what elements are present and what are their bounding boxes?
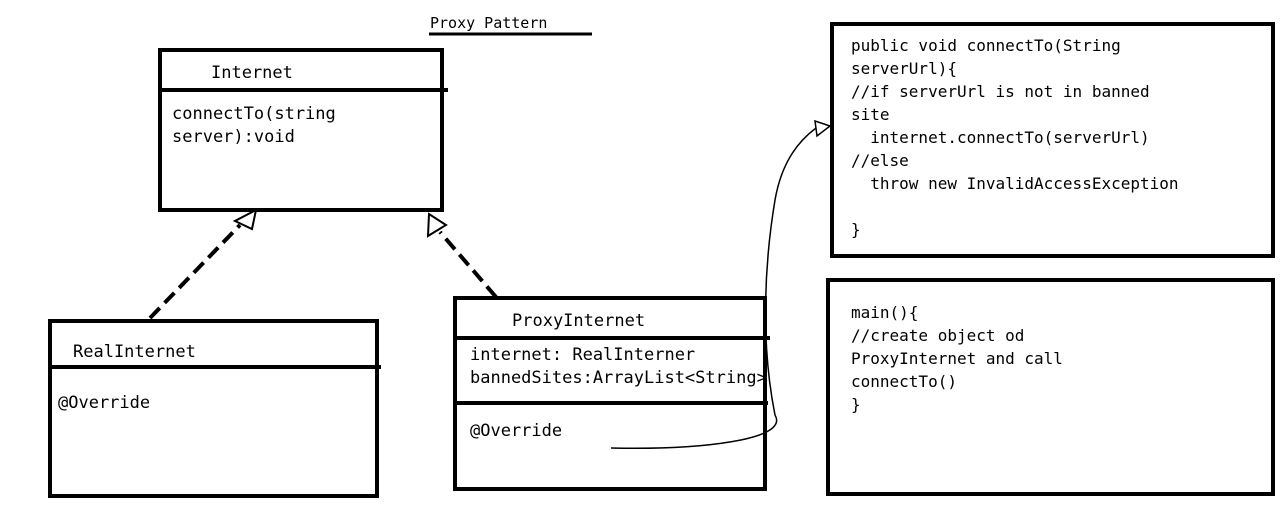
- internet-class-box: [158, 48, 448, 212]
- real-internet-arrowhead: [232, 208, 258, 231]
- proxy-internet-class-name: ProxyInternet: [512, 311, 646, 331]
- override-note-connector: [610, 119, 832, 449]
- real-internet-class-name: RealInternet: [73, 342, 196, 362]
- main-note-box: [826, 278, 1275, 496]
- proxy-internet-operations: @Override: [470, 421, 563, 441]
- diagram-title: Proxy Pattern: [430, 14, 548, 32]
- main-note-text: main(){ //create object od ProxyInternet…: [851, 303, 1063, 414]
- note-connector-arrowhead: [814, 119, 832, 138]
- proxy-internet-realization-arrow: [426, 212, 498, 299]
- internet-class-name: Internet: [211, 63, 293, 83]
- real-internet-class-box: [48, 319, 381, 498]
- proxy-internet-attributes: internet: RealInterner bannedSites:Array…: [470, 345, 767, 388]
- real-internet-operations: @Override: [58, 393, 151, 413]
- proxy-internet-arrowhead: [426, 212, 448, 238]
- connect-to-note-text: public void connectTo(String serverUrl){…: [851, 36, 1179, 239]
- internet-operations: connectTo(string server):void: [172, 104, 336, 147]
- proxy-internet-class-box: [453, 296, 770, 491]
- connect-to-note-box: [830, 22, 1275, 258]
- real-internet-realization-arrow: [148, 208, 258, 320]
